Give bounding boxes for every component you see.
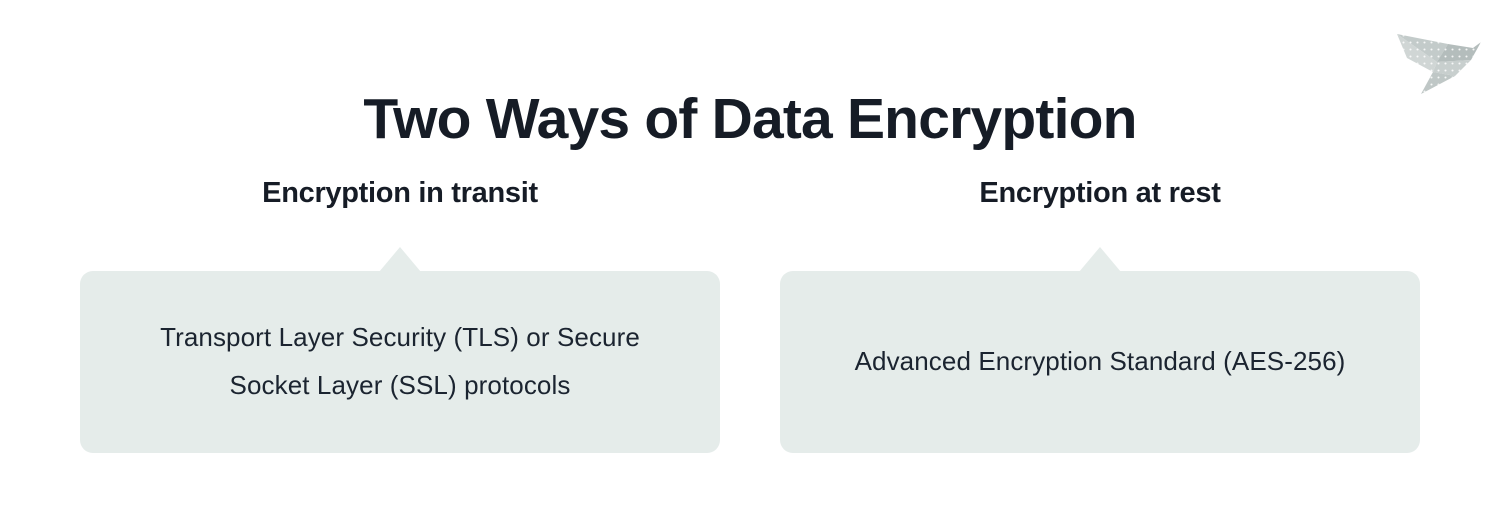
origami-bird-logo	[1393, 18, 1485, 96]
column-encryption-at-rest: Encryption at rest Advanced Encryption S…	[780, 176, 1420, 453]
column-heading-in-transit: Encryption in transit	[262, 177, 538, 209]
page-title: Two Ways of Data Encryption	[363, 87, 1137, 152]
card-text-at-rest: Advanced Encryption Standard (AES-256)	[854, 346, 1346, 377]
encryption-columns: Encryption in transit Transport Layer Se…	[80, 176, 1420, 453]
column-encryption-in-transit: Encryption in transit Transport Layer Se…	[80, 176, 720, 453]
column-heading-at-rest: Encryption at rest	[979, 177, 1221, 209]
card-encryption-at-rest: Advanced Encryption Standard (AES-256)	[780, 270, 1420, 453]
card-encryption-in-transit: Transport Layer Security (TLS) or Secure…	[80, 270, 720, 453]
card-text-in-transit: Transport Layer Security (TLS) or Secure…	[160, 322, 640, 400]
